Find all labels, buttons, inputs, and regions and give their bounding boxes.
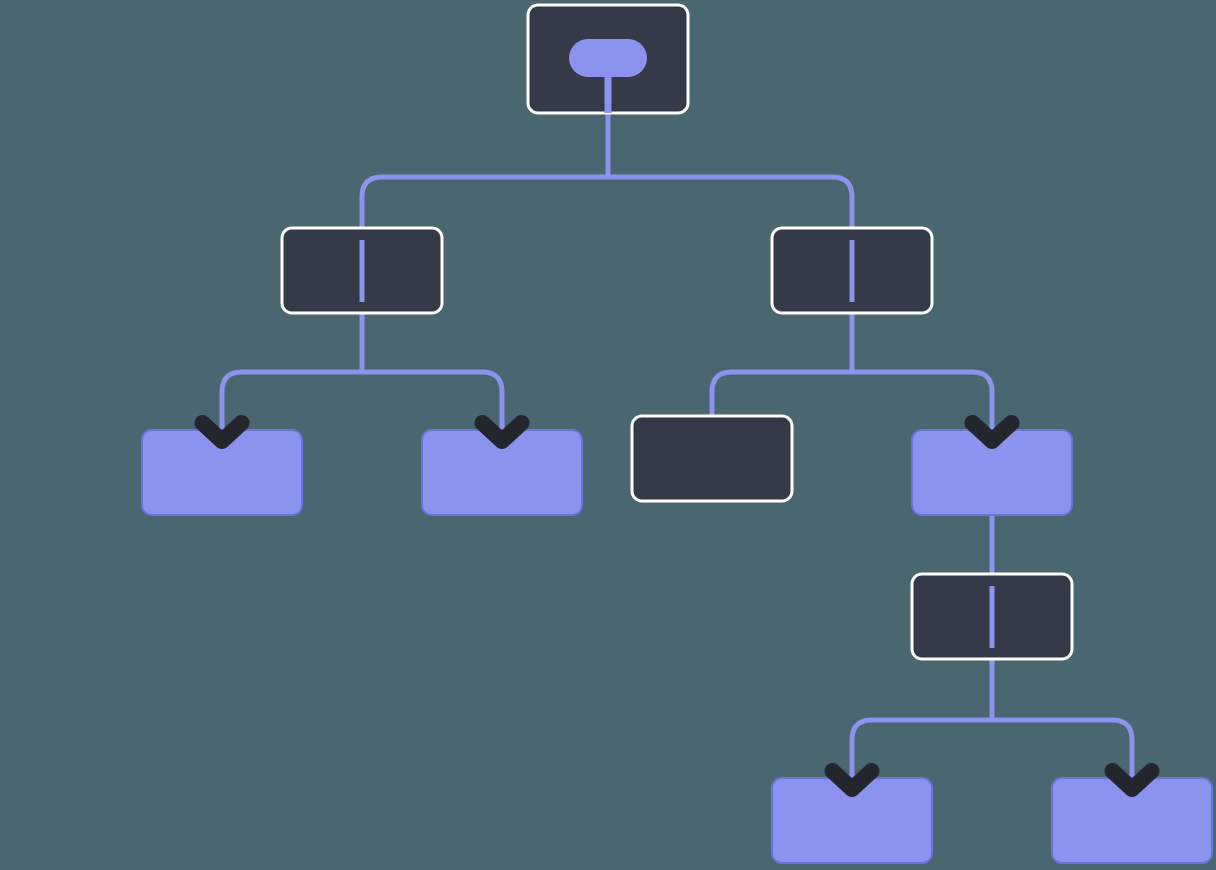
leaf-node-b[interactable]: [421, 429, 583, 516]
arrowhead-leaf-a: [194, 415, 250, 449]
arrowhead-leaf-f: [1104, 763, 1160, 797]
arrowhead-branch-d: [964, 415, 1020, 449]
arrowhead-leaf-b-chevron: [474, 415, 530, 449]
arrowheads-layer: [194, 415, 1160, 797]
root-pill-marker: [569, 39, 647, 77]
arrowhead-branch-d-chevron: [964, 415, 1020, 449]
arrowhead-leaf-f-chevron: [1104, 763, 1160, 797]
leaf-node-a[interactable]: [141, 429, 303, 516]
nodes-layer: [141, 3, 1213, 864]
leaf-node-f[interactable]: [1051, 777, 1213, 864]
edge-level3-to-leaf-f[interactable]: [992, 717, 1135, 794]
edge-level3-to-leaf-e[interactable]: [849, 659, 995, 794]
level2-dark-node[interactable]: [630, 414, 794, 503]
edges-layer: [219, 60, 1135, 794]
edge-level1-left-to-leaf-a[interactable]: [219, 313, 365, 446]
edge-root-to-level1-left[interactable]: [359, 174, 608, 313]
edge-root-to-level1-right[interactable]: [608, 174, 855, 313]
markers-layer: [359, 39, 995, 648]
arrowhead-leaf-a-chevron: [194, 415, 250, 449]
arrowhead-leaf-e-chevron: [824, 763, 880, 797]
branch-node-d[interactable]: [911, 429, 1073, 516]
arrowhead-leaf-e: [824, 763, 880, 797]
arrowhead-leaf-b: [474, 415, 530, 449]
edge-level1-right-to-dark-node[interactable]: [709, 313, 855, 416]
edge-level1-left-to-leaf-b[interactable]: [362, 369, 505, 446]
edge-level1-right-to-branch-d[interactable]: [852, 369, 995, 446]
leaf-node-e[interactable]: [771, 777, 933, 864]
